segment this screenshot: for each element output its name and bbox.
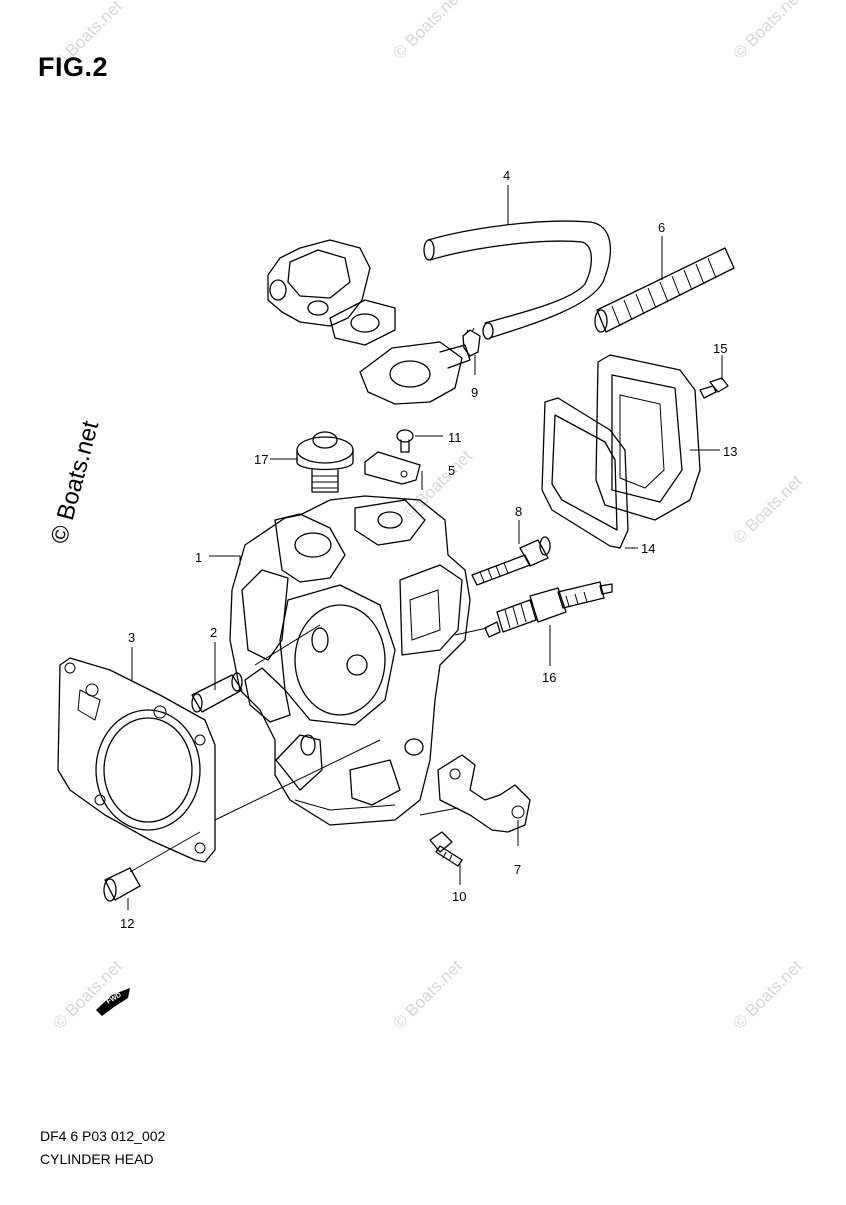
watermark: © Boats.net: [399, 446, 476, 523]
dowel-pin: [191, 672, 243, 713]
callout-14: 14: [641, 541, 655, 556]
callout-15: 15: [713, 341, 727, 356]
cover-bolt: [699, 377, 729, 399]
side-watermark: © Boats.net: [46, 418, 105, 547]
figure-name: CYLINDER HEAD: [40, 1151, 154, 1167]
callout-1: 1: [195, 550, 202, 565]
callout-labels: 1 2 3 4 5 6 7 8 9 10 11 12 13 14 15 16 1…: [120, 168, 737, 931]
thermostat: [296, 431, 354, 493]
hose-clip: [462, 327, 481, 357]
watermark: © Boats.net: [389, 956, 466, 1033]
callout-6: 6: [658, 220, 665, 235]
figure-code: DF4 6 P03 012_002: [40, 1128, 166, 1144]
callout-9: 9: [471, 385, 478, 400]
watermark: © Boats.net: [389, 0, 466, 63]
callout-3: 3: [128, 630, 135, 645]
dowel-pin-lower: [103, 867, 141, 902]
callout-10: 10: [452, 889, 466, 904]
stud-bolt: [471, 536, 551, 586]
cylinder-head: [229, 495, 471, 826]
callout-7: 7: [514, 862, 521, 877]
leader-lines: [127, 185, 723, 910]
callout-17: 17: [254, 452, 268, 467]
screw-and-plate: [364, 429, 421, 485]
thermostat-cover: [267, 239, 471, 405]
spiral-protector: [594, 247, 735, 333]
figure-title: FIG.2: [38, 52, 109, 82]
spark-plug: [484, 581, 613, 638]
head-cover: [595, 354, 701, 521]
callout-5: 5: [448, 463, 455, 478]
watermark: © Boats.net: [729, 956, 806, 1033]
callout-12: 12: [120, 916, 134, 931]
watermark: © Boats.net: [729, 471, 806, 548]
head-gasket: [57, 657, 216, 863]
callout-16: 16: [542, 670, 556, 685]
callout-4: 4: [503, 168, 510, 183]
watermark: © Boats.net: [729, 0, 806, 63]
callout-11: 11: [448, 430, 462, 445]
watermark-group: © Boats.net © Boats.net © Boats.net © Bo…: [46, 0, 806, 1033]
callout-13: 13: [723, 444, 737, 459]
head-cover-gasket: [541, 397, 629, 549]
bracket: [437, 754, 531, 833]
callout-2: 2: [210, 625, 217, 640]
bracket-bolt: [429, 831, 463, 867]
hose: [423, 220, 612, 340]
callout-8: 8: [515, 504, 522, 519]
